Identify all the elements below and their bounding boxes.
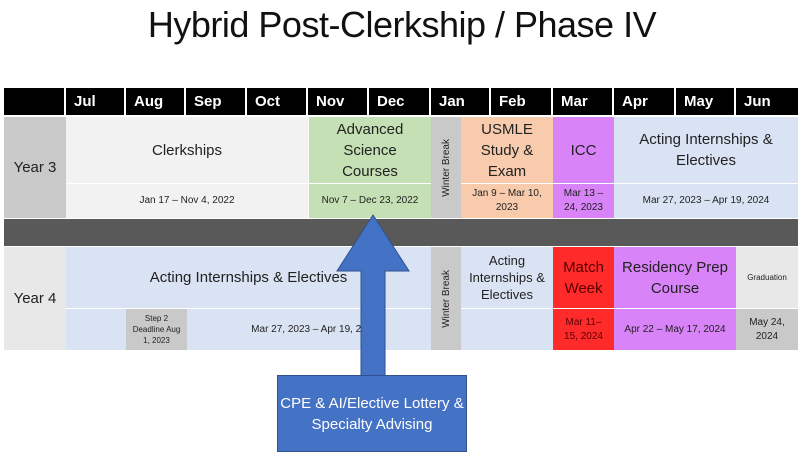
- winter-break-label: Winter Break: [440, 138, 452, 197]
- residency-prep-dates: Apr 22 – May 17, 2024: [614, 309, 736, 350]
- month-dec: Dec: [369, 88, 431, 115]
- step2-deadline: Step 2 Deadline Aug 1, 2023: [126, 309, 187, 350]
- usmle-block: USMLE Study & Exam: [461, 117, 553, 184]
- acting-internships-y3-block: Acting Internships & Electives: [614, 117, 798, 184]
- acting-internships-y4b-dates: [461, 309, 553, 350]
- advising-callout: CPE & AI/Elective Lottery & Specialty Ad…: [277, 375, 467, 452]
- header-corner: [4, 88, 66, 115]
- usmle-dates: Jan 9 – Mar 10, 2023: [461, 184, 553, 218]
- month-feb: Feb: [491, 88, 553, 115]
- year-divider: [4, 219, 798, 246]
- graduation-block: Graduation: [736, 247, 798, 309]
- month-aug: Aug: [126, 88, 186, 115]
- winter-break-y4: Winter Break: [431, 247, 461, 350]
- acting-internships-y4-dates: Mar 27, 2023 – Apr 19, 20: [187, 309, 431, 350]
- month-jan: Jan: [431, 88, 491, 115]
- graduation-dates: May 24, 2024: [736, 309, 798, 350]
- icc-dates: Mar 13 – 24, 2023: [553, 184, 614, 218]
- residency-prep-block: Residency Prep Course: [614, 247, 736, 309]
- acting-internships-y4b-block: Acting Internships & Electives: [461, 247, 553, 309]
- clerkships-block: Clerkships: [66, 117, 309, 184]
- month-mar: Mar: [553, 88, 614, 115]
- y4-jul-empty: [66, 309, 126, 350]
- up-arrow-icon: [336, 214, 410, 378]
- acting-internships-y3-dates: Mar 27, 2023 – Apr 19, 2024: [614, 184, 798, 218]
- icc-block: ICC: [553, 117, 614, 184]
- month-apr: Apr: [614, 88, 676, 115]
- advanced-science-block: Advanced Science Courses: [309, 117, 431, 184]
- advanced-science-dates: Nov 7 – Dec 23, 2022: [309, 184, 431, 218]
- month-may: May: [676, 88, 736, 115]
- month-jul: Jul: [66, 88, 126, 115]
- month-nov: Nov: [308, 88, 369, 115]
- winter-break-y3: Winter Break: [431, 117, 461, 218]
- clerkships-dates: Jan 17 – Nov 4, 2022: [66, 184, 309, 218]
- month-oct: Oct: [247, 88, 308, 115]
- match-week-dates: Mar 11– 15, 2024: [553, 309, 614, 350]
- month-sep: Sep: [186, 88, 247, 115]
- month-jun: Jun: [736, 88, 798, 115]
- match-week-block: Match Week: [553, 247, 614, 309]
- page-title: Hybrid Post-Clerkship / Phase IV: [147, 4, 657, 45]
- year3-label: Year 3: [4, 117, 66, 218]
- year4-label: Year 4: [4, 247, 66, 350]
- winter-break-label: Winter Break: [440, 269, 452, 328]
